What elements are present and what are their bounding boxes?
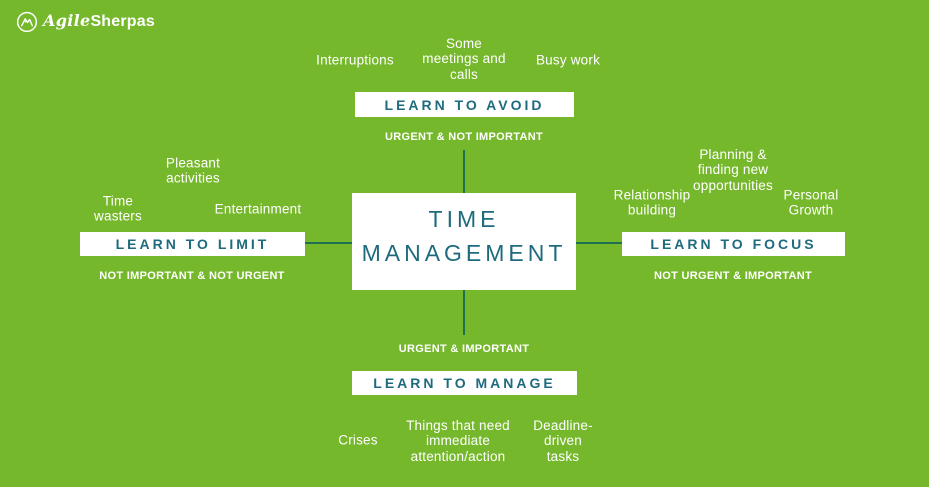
logo-word-agile: Agile — [43, 11, 91, 30]
learn-to-manage-label: LEARN TO MANAGE — [373, 375, 556, 391]
learn-to-focus-box: LEARN TO FOCUS — [622, 232, 845, 256]
connector-left — [305, 242, 352, 244]
logo-word-sherpas: Sherpas — [90, 13, 155, 30]
item-things-immediate-attention: Things that need immediate attention/act… — [406, 417, 510, 464]
learn-to-avoid-box: LEARN TO AVOID — [355, 92, 574, 117]
logo-wordmark: AgileSherpas — [43, 10, 155, 33]
item-personal-growth: Personal Growth — [783, 187, 839, 218]
diagram-title: TIME MANAGEMENT — [361, 206, 567, 266]
item-pleasant-activities: Pleasant activities — [165, 155, 221, 186]
agile-sherpas-logo: AgileSherpas — [16, 10, 155, 33]
tag-urgent-not-important: URGENT & NOT IMPORTANT — [385, 131, 543, 143]
item-interruptions: Interruptions — [316, 52, 394, 68]
item-relationship-building: Relationship building — [613, 187, 691, 218]
item-entertainment: Entertainment — [214, 201, 302, 217]
tag-not-urgent-important: NOT URGENT & IMPORTANT — [654, 270, 812, 282]
learn-to-avoid-label: LEARN TO AVOID — [384, 96, 545, 113]
connector-bottom — [463, 290, 465, 335]
item-some-meetings-and-calls: Some meetings and calls — [422, 35, 506, 82]
mountain-drop-icon — [16, 11, 38, 32]
learn-to-focus-label: LEARN TO FOCUS — [650, 236, 817, 252]
connector-right — [575, 242, 622, 244]
tag-not-important-not-urgent: NOT IMPORTANT & NOT URGENT — [99, 270, 285, 282]
learn-to-limit-box: LEARN TO LIMIT — [80, 232, 305, 256]
item-crises: Crises — [338, 432, 378, 448]
connector-top — [463, 150, 465, 193]
tag-urgent-important: URGENT & IMPORTANT — [398, 343, 530, 355]
learn-to-manage-box: LEARN TO MANAGE — [352, 371, 577, 395]
item-busy-work: Busy work — [535, 52, 601, 68]
item-time-wasters: Time wasters — [94, 193, 142, 224]
learn-to-limit-label: LEARN TO LIMIT — [115, 236, 270, 252]
item-planning-finding-new-opportunities: Planning & finding new opportunities — [693, 146, 773, 193]
item-deadline-driven-tasks: Deadline-driven tasks — [533, 417, 593, 464]
center-node: TIME MANAGEMENT — [352, 193, 576, 290]
